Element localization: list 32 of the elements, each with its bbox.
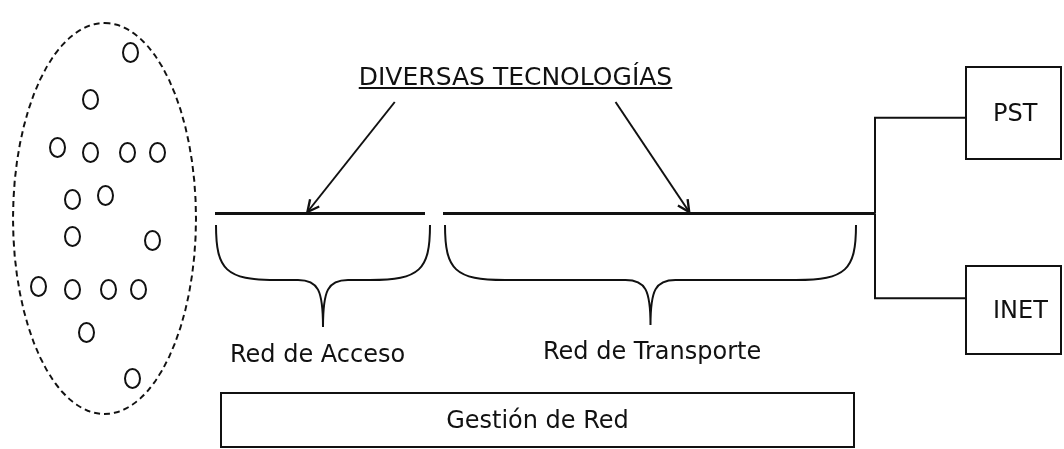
network-box	[965, 265, 1062, 355]
connector-line	[874, 116, 966, 215]
arrow	[614, 101, 691, 214]
station-circle	[122, 42, 139, 63]
box-label: Gestión de Red	[446, 406, 629, 434]
connector-line	[874, 212, 966, 300]
network-line	[215, 212, 425, 215]
heading-text: DIVERSAS TECNOLOGÍAS	[343, 62, 688, 102]
network-box	[965, 66, 1062, 160]
box-label: PST	[993, 99, 1038, 127]
station-circle	[78, 322, 95, 343]
station-circle	[82, 142, 99, 163]
station-circle	[82, 89, 99, 110]
network-box	[220, 392, 855, 448]
station-circle	[30, 276, 47, 297]
box-label: INET	[993, 296, 1048, 324]
station-circle	[149, 142, 166, 163]
station-circle	[64, 226, 81, 247]
station-circle	[124, 368, 141, 389]
dashed-ellipse	[12, 22, 197, 415]
arrow	[306, 101, 396, 214]
network-segment-label: Red de Transporte	[543, 337, 762, 365]
station-circle	[130, 279, 147, 300]
station-circle	[119, 142, 136, 163]
station-circle	[64, 279, 81, 300]
station-circle	[49, 137, 66, 158]
station-circle	[100, 279, 117, 300]
station-circle	[64, 189, 81, 210]
network-line	[443, 212, 875, 215]
station-circle	[97, 185, 114, 206]
station-circle	[144, 230, 161, 251]
network-segment-label: Red de Acceso	[230, 340, 406, 368]
